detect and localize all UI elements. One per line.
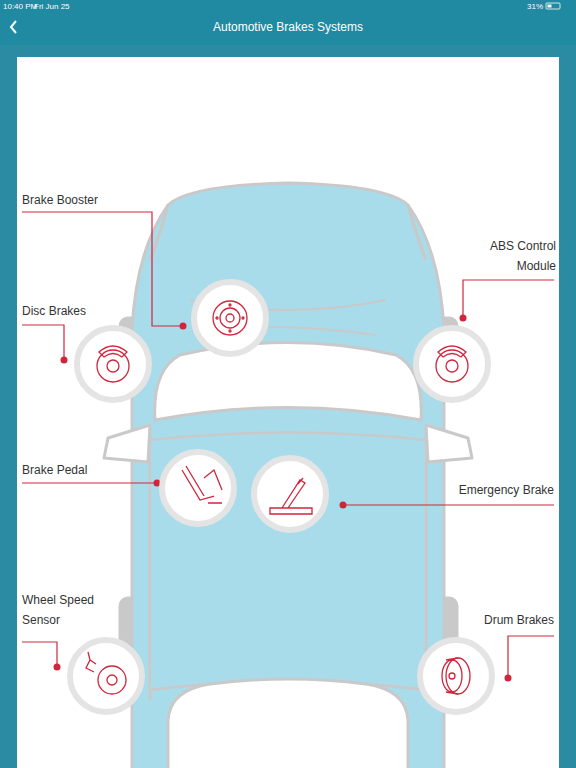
page-title: Automotive Brakes Systems [88,19,488,35]
disc-brake-icon [97,346,129,382]
abs-disc-icon [436,346,468,382]
battery-icon [546,3,560,9]
status-battery: 31% [505,2,543,12]
status-date: Fri Jun 25 [34,2,94,12]
part-label: Brake Pedal [22,460,142,480]
part-label: Wheel Speed Sensor [22,590,122,630]
pedal-icon [182,466,222,503]
part-label: Disc Brakes [22,301,142,321]
booster-icon [213,301,247,335]
header-bar [0,0,576,45]
leader-lines [22,212,554,678]
part-label: Emergency Brake [420,480,554,500]
wheel-speed-icon [86,652,126,694]
icon-circles [70,282,492,712]
drum-brake-icon [442,658,470,694]
leader-dots [54,315,512,682]
car-body [104,183,472,768]
part-label: ABS Control Module [474,236,556,276]
part-label: Drum Brakes [440,610,554,630]
back-chevron [11,21,16,33]
handbrake-icon [270,478,312,514]
part-label: Brake Booster [22,190,142,210]
part-icons [86,301,470,694]
